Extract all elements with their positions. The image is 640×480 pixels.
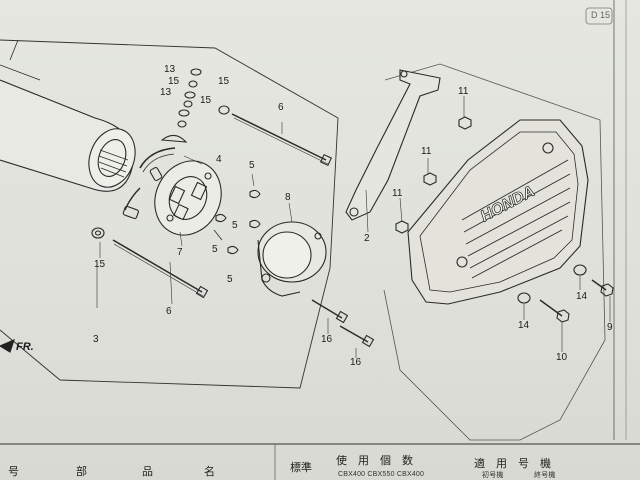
part-label-15d: 15: [94, 259, 106, 270]
part-label-16b: 16: [350, 357, 362, 368]
part-label-5d: 5: [227, 274, 233, 285]
part-label-6a: 6: [278, 102, 284, 113]
footer-col-part2: 品: [142, 465, 153, 478]
part-label-8: 8: [285, 192, 291, 203]
part-label-15a: 15: [168, 76, 180, 87]
part-label-5c: 5: [212, 244, 218, 255]
direction-marker-fr: FR.: [16, 341, 34, 353]
part-label-4: 4: [216, 154, 222, 165]
part-label-9: 9: [607, 322, 613, 333]
part-label-11a: 11: [458, 86, 469, 97]
footer-col-number: 号: [8, 465, 19, 478]
part-label-5a: 5: [249, 160, 255, 171]
footer-col-applicable: 適 用 号 機: [474, 457, 551, 470]
part-label-14a: 14: [576, 291, 588, 302]
part-label-15c: 15: [200, 95, 212, 106]
part-label-11c: 11: [392, 188, 403, 199]
part-label-13a: 13: [164, 64, 176, 75]
part-label-2: 2: [364, 233, 370, 244]
footer-col-part1: 部: [76, 465, 87, 478]
part-label-7: 7: [177, 247, 183, 258]
footer-sub-label2: 終号機: [534, 472, 556, 479]
part-label-14b: 14: [518, 320, 530, 331]
part-label-16a: 16: [321, 334, 333, 345]
corner-mark: D 15: [591, 10, 611, 20]
part-label-6b: 6: [166, 306, 172, 317]
footer-col-quantity: 使 用 個 数: [336, 454, 413, 467]
part-label-11b: 11: [421, 146, 432, 157]
footer-col-name: 名: [204, 465, 215, 478]
part-label-15b: 15: [218, 76, 230, 87]
footer-sub-label: 初号機: [482, 472, 504, 479]
part-label-5b: 5: [232, 220, 238, 231]
part-label-10: 10: [556, 352, 568, 363]
footer-models: CBX400 CBX550 CBX400: [338, 471, 425, 478]
part-label-3: 3: [93, 334, 99, 345]
footer-col-standard: 標準: [290, 461, 312, 474]
part-label-13b: 13: [160, 87, 172, 98]
